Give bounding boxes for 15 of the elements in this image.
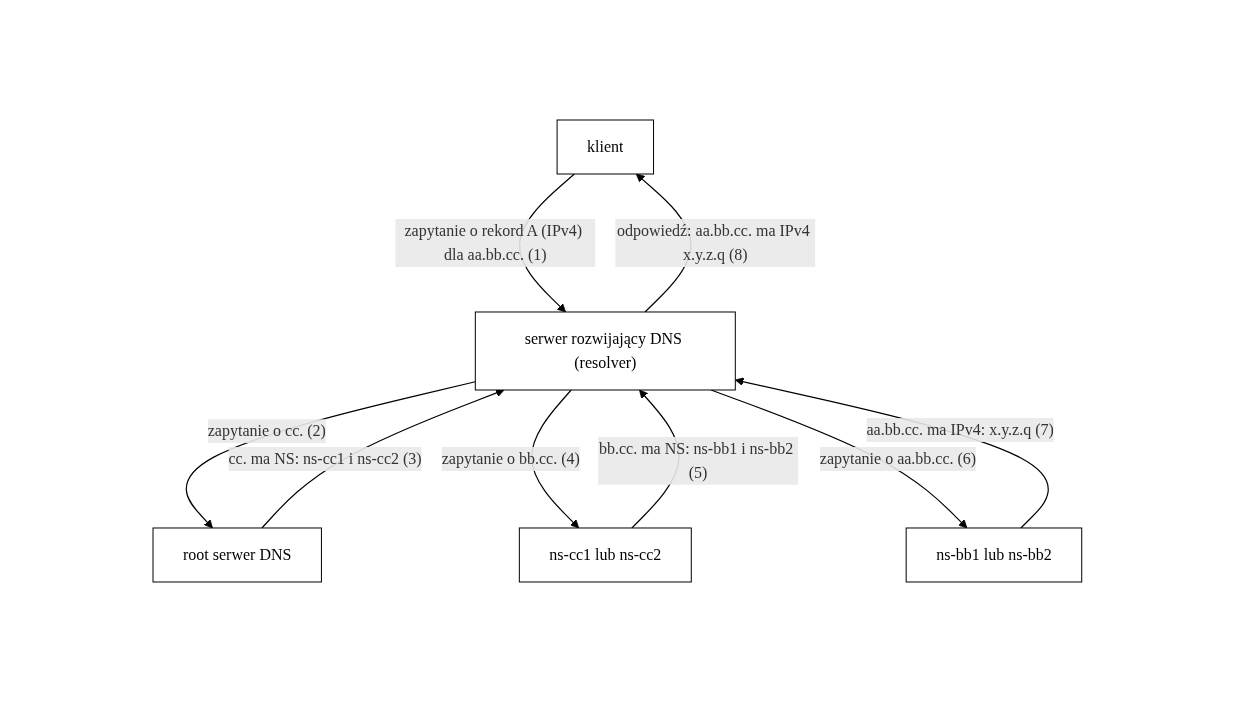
edge-label: zapytanie o cc. (2) [207,422,326,440]
edge-label: zapytanie o rekord A (IPv4) dla aa.bb.cc. (1) [404,222,582,263]
node-box: ns-cc1 lub ns-cc2 [518,527,692,583]
node-box: serwer rozwijający DNS (resolver) [474,311,736,391]
edge-label: aa.bb.cc. ma IPv4: x.y.z.q (7) [866,421,1054,439]
edge-label: zapytanie o bb.cc. (4) [441,449,580,467]
arrow [185,381,476,529]
edge-label: zapytanie o aa.bb.cc. (6) [819,449,976,467]
node-box: klient [556,119,654,175]
edge-label: bb.cc. ma NS: ns-bb1 i ns-bb2 (5) [598,439,793,481]
arrow [734,377,1049,529]
node-box: ns-bb1 lub ns-bb2 [905,527,1082,583]
node-box: root serwer DNS [152,527,322,583]
edge-label: odpowiedź: aa.bb.cc. ma IPv4 x.y.z.q (8) [616,222,810,263]
edge-label: cc. ma NS: ns-cc1 i ns-cc2 (3) [228,449,422,467]
